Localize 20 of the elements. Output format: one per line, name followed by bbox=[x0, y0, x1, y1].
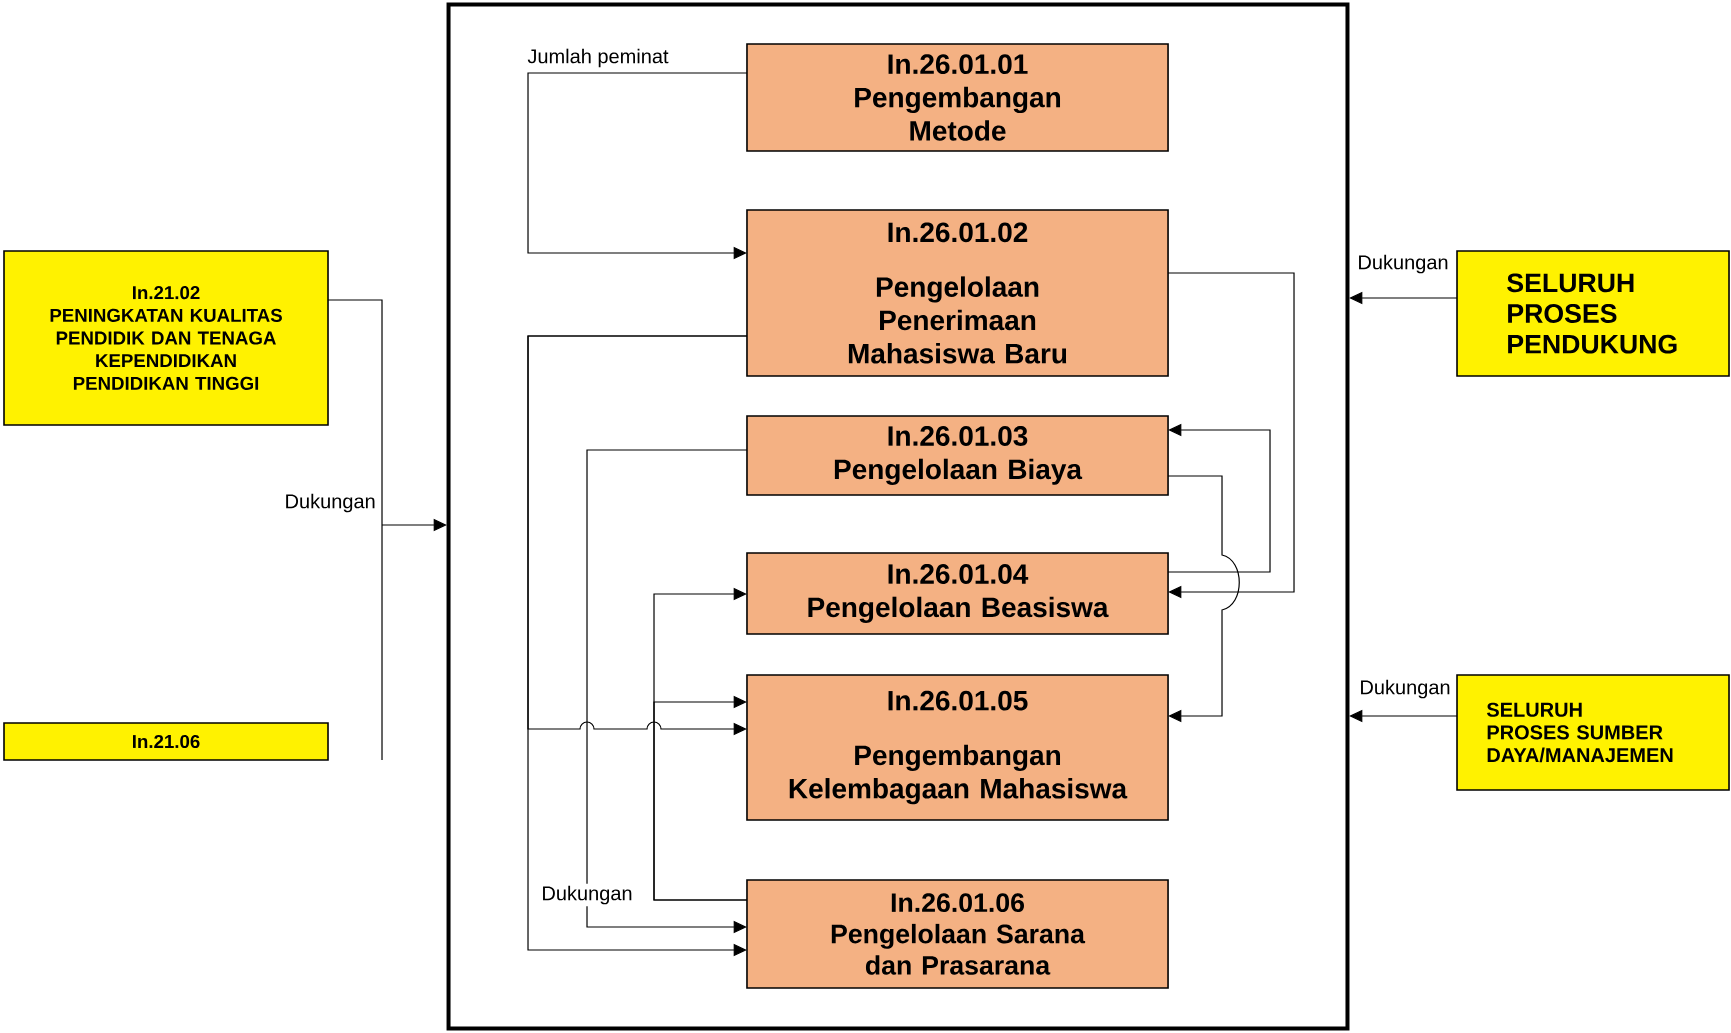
process-box: In.26.01.01 Pengembangan Metode bbox=[746, 43, 1169, 152]
process-box: In.26.01.05 Pengembangan Kelembagaan Mahasiswa bbox=[746, 674, 1169, 821]
edge-label: Dukungan bbox=[539, 883, 635, 907]
external-process-box: SELURUH PROSES SUMBER DAYA/MANAJEMEN bbox=[1456, 674, 1730, 791]
process-box: In.26.01.04 Pengelolaan Beasiswa bbox=[746, 552, 1169, 635]
external-process-box: In.21.02 PENINGKATAN KUALITAS PENDIDIK DAN TENAGA KEPENDIDIKAN PENDIDIKAN TINGGI bbox=[3, 250, 329, 426]
edge-label: Dukungan bbox=[1357, 677, 1453, 701]
edge-label: Dukungan bbox=[1355, 252, 1451, 276]
arrow bbox=[327, 299, 447, 761]
boundary-frame bbox=[446, 2, 1350, 1031]
process-box: In.26.01.03 Pengelolaan Biaya bbox=[746, 415, 1169, 496]
edge-label: Dukungan bbox=[282, 491, 378, 515]
external-process-box: SELURUH PROSES PENDUKUNG bbox=[1456, 250, 1730, 377]
external-process-box: In.21.06 bbox=[3, 722, 329, 761]
process-box: In.26.01.02 Pengelolaan Penerimaan Mahasiswa Baru bbox=[746, 209, 1169, 377]
edge-label: Jumlah peminat bbox=[525, 46, 671, 70]
arrow bbox=[1167, 272, 1295, 599]
arrow bbox=[1167, 475, 1240, 723]
process-box: In.26.01.06 Pengelolaan Sarana dan Prasarana bbox=[746, 879, 1169, 989]
arrow bbox=[653, 695, 748, 901]
